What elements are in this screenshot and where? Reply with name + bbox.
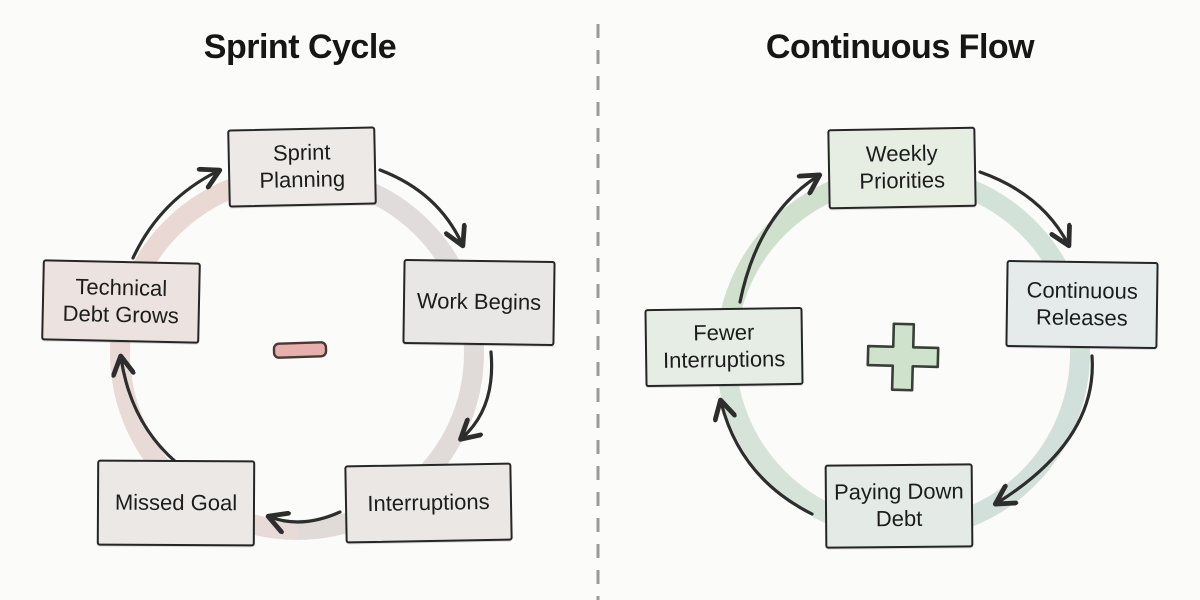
left-diagram-title: Sprint Cycle (203, 28, 397, 66)
plus-icon (866, 322, 940, 392)
arrow-planning-to-work (378, 168, 462, 244)
node-paying-down-debt: Paying Down Debt (824, 463, 974, 549)
arrow-debt-to-planning (131, 171, 218, 260)
node-continuous-releases: Continuous Releases (1005, 259, 1159, 350)
node-interruptions: Interruptions (344, 462, 513, 544)
continuous-flow-arrows (721, 170, 1094, 516)
arrow-interruptions-to-missed (270, 510, 342, 522)
node-weekly-priorities: Weekly Priorities (827, 126, 977, 210)
node-technical-debt-grows: Technical Debt Grows (41, 259, 201, 344)
arrow-work-to-interruptions (462, 350, 494, 438)
arrow-missed-to-debt (121, 358, 179, 465)
arrow-paying-to-fewer (721, 402, 814, 516)
arrow-weekly-to-releases (978, 170, 1068, 244)
node-work-begins: Work Begins (402, 258, 556, 347)
arrow-releases-to-paying (997, 354, 1094, 503)
sprint-cycle-arrows (121, 168, 494, 522)
right-diagram-title: Continuous Flow (765, 28, 1035, 66)
minus-icon (272, 341, 328, 359)
node-sprint-planning: Sprint Planning (227, 126, 377, 208)
arrow-fewer-to-weekly (738, 176, 818, 304)
node-fewer-interruptions: Fewer Interruptions (644, 306, 804, 388)
node-missed-goal: Missed Goal (96, 459, 256, 547)
